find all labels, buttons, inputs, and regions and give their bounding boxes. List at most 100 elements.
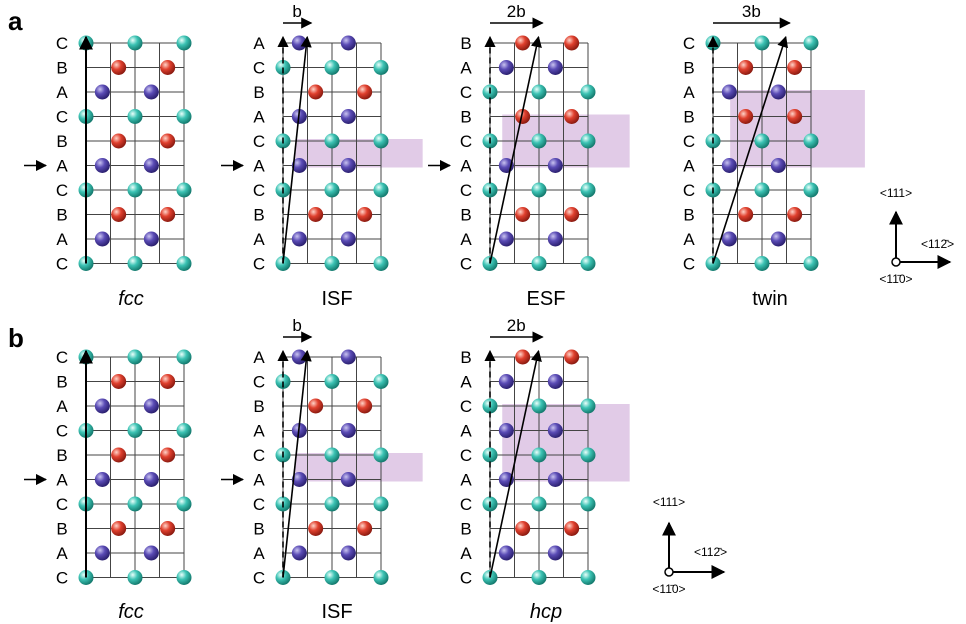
stack-letter: C <box>253 255 265 274</box>
axis-a-up-label: <111> <box>880 186 912 200</box>
atom-C <box>803 182 819 198</box>
burgers-label: b <box>292 316 301 335</box>
stack-letter: B <box>460 348 471 367</box>
atom-C <box>754 35 770 51</box>
stack-letter: A <box>253 471 265 490</box>
axis-b-right-label: <112̄> <box>694 545 727 559</box>
stack-letter: C <box>683 132 695 151</box>
stack-letter: A <box>56 544 68 563</box>
atom-C <box>531 398 547 414</box>
caption-a-esf: ESF <box>527 288 566 310</box>
axis-triad-b: <111> <112̄> <11̄0> <box>652 495 727 596</box>
atom-C <box>803 35 819 51</box>
burgers-label: 3b <box>742 2 761 21</box>
stack-letter: A <box>460 373 472 392</box>
atom-A <box>547 158 563 173</box>
atom-C <box>580 398 596 414</box>
stack-letter: C <box>683 255 695 274</box>
stack-letter: C <box>56 34 68 53</box>
burgers-arrow <box>282 349 312 578</box>
atom-B <box>357 521 373 536</box>
atom-C <box>176 423 192 438</box>
atom-C <box>531 447 547 463</box>
atom-C <box>324 374 340 389</box>
atom-A <box>770 84 786 100</box>
atom-B <box>111 60 127 75</box>
atom-C <box>803 133 819 149</box>
atom-C <box>176 182 192 198</box>
caption-b-isf: ISF <box>321 601 352 623</box>
atom-A <box>340 472 356 487</box>
stack-letter: B <box>56 520 67 539</box>
atom-C <box>176 570 192 585</box>
atom-A <box>143 158 159 173</box>
atom-B <box>160 447 176 463</box>
atom-C <box>176 496 192 512</box>
atom-A <box>547 472 563 487</box>
stack-letter: C <box>683 181 695 200</box>
caption-b-hcp: hcp <box>530 601 562 623</box>
atom-A <box>340 158 356 173</box>
atom-B <box>564 35 580 51</box>
stack-letter: A <box>56 157 68 176</box>
stack-letter: C <box>460 255 472 274</box>
atom-A <box>547 60 563 75</box>
atom-B <box>564 349 580 365</box>
stack-letter: B <box>253 83 264 102</box>
atom-B <box>357 207 373 222</box>
atom-C <box>580 496 596 512</box>
burgers-label: 2b <box>507 2 526 21</box>
atom-C <box>531 570 547 585</box>
atom-C <box>176 109 192 124</box>
stack-letter: C <box>460 83 472 102</box>
caption-b-fcc: fcc <box>118 601 144 623</box>
stack-letter: A <box>56 471 68 490</box>
stack-letter: C <box>460 446 472 465</box>
atom-C <box>176 35 192 51</box>
stack-letter: A <box>253 230 265 249</box>
atom-A <box>770 158 786 173</box>
atom-A <box>498 545 514 561</box>
atom-A <box>94 398 110 414</box>
stack-letter: B <box>253 206 264 225</box>
atom-A <box>340 35 356 51</box>
atom-B <box>357 398 373 414</box>
atom-B <box>787 207 803 222</box>
atom-A <box>340 423 356 438</box>
atom-A <box>340 349 356 365</box>
atom-B <box>515 207 531 222</box>
atom-C <box>531 256 547 271</box>
stack-letter: A <box>253 422 265 441</box>
atom-A <box>94 231 110 247</box>
stack-letter: A <box>683 230 695 249</box>
atom-C <box>803 256 819 271</box>
stack-letter: B <box>460 206 471 225</box>
atom-C <box>580 133 596 149</box>
atom-C <box>176 256 192 271</box>
stack-letter: B <box>253 397 264 416</box>
atom-A <box>291 158 307 173</box>
caption-a-twin: twin <box>752 288 788 310</box>
atom-A <box>547 423 563 438</box>
stack-letter: C <box>460 569 472 588</box>
atom-C <box>324 447 340 463</box>
fault-shade <box>730 90 865 168</box>
atom-C <box>324 60 340 75</box>
stack-letter: C <box>253 446 265 465</box>
atom-B <box>308 398 324 414</box>
caption-a-isf: ISF <box>321 288 352 310</box>
atom-A <box>291 545 307 561</box>
atom-A <box>291 35 307 51</box>
stack-letter: C <box>460 132 472 151</box>
stack-letter: A <box>460 230 472 249</box>
atom-A <box>340 109 356 124</box>
panel-label-a: a <box>8 6 23 36</box>
atom-C <box>127 182 143 198</box>
stack-letter: B <box>460 34 471 53</box>
atom-B <box>111 521 127 536</box>
